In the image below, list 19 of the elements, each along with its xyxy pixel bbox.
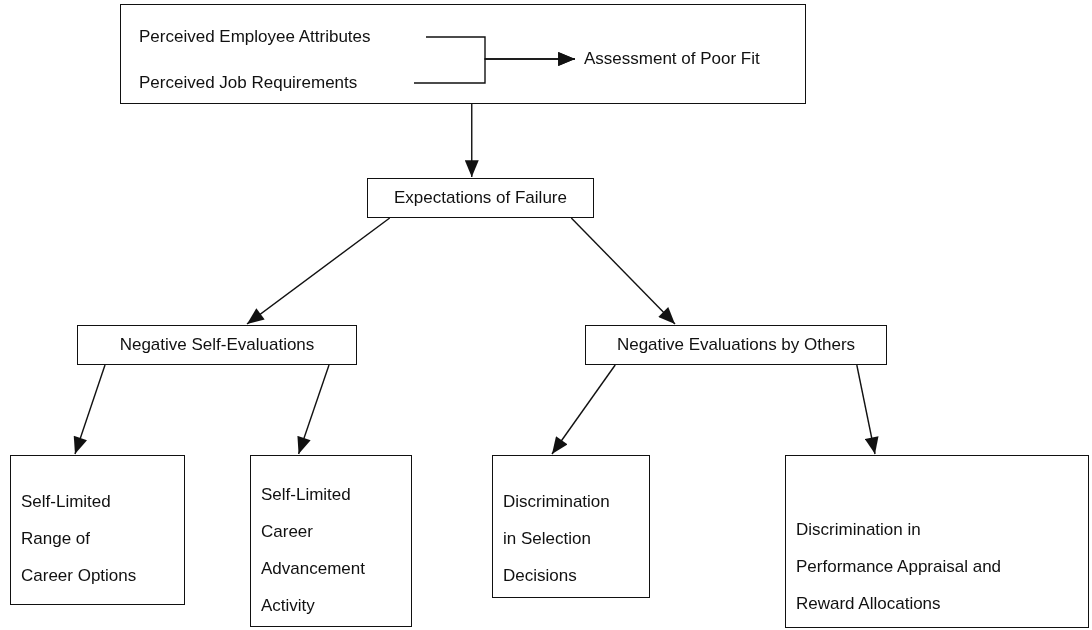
process-box: Discrimination in Performance Appraisal and Reward Allocations — [785, 455, 1089, 628]
arrow — [73, 364, 106, 455]
arrow — [464, 103, 479, 178]
arrow — [856, 364, 879, 455]
arrow — [246, 217, 391, 325]
node-label: Perceived Employee Attributes — [139, 25, 421, 51]
arrow — [551, 364, 616, 455]
process-box: Self-Limited Range of Career Options — [10, 455, 185, 605]
arrow — [413, 52, 576, 84]
node-label: Perceived Job Requirements — [139, 71, 409, 97]
process-box: Self-Limited Career Advancement Activity — [250, 455, 412, 627]
node-label: Assessment of Poor Fit — [584, 47, 804, 73]
arrow — [570, 217, 676, 325]
process-box: Negative Evaluations by Others — [585, 325, 887, 365]
process-box: Expectations of Failure — [367, 178, 594, 218]
process-box: Discrimination in Selection Decisions — [492, 455, 650, 598]
container-box — [120, 4, 806, 104]
arrow — [297, 364, 330, 455]
process-box: Negative Self-Evaluations — [77, 325, 357, 365]
